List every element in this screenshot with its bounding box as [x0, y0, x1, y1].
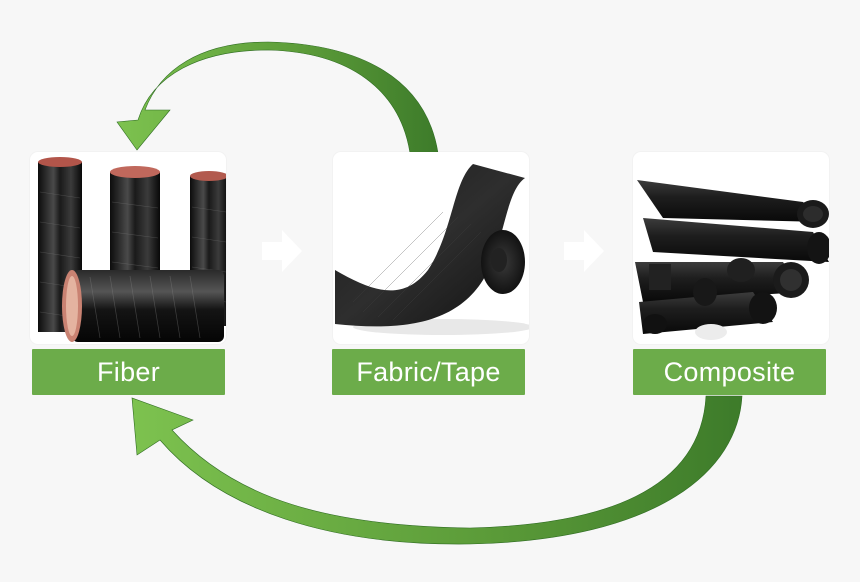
step-arrow-icon — [262, 230, 302, 272]
carbon-fiber-spools-image — [38, 157, 226, 342]
top-cycle-arrow — [116, 41, 439, 154]
step-arrow-icon — [564, 230, 604, 272]
fiber-label: Fiber — [32, 349, 225, 395]
composite-label: Composite — [633, 349, 826, 395]
bottom-cycle-arrow — [131, 395, 743, 545]
fabric-tape-label: Fabric/Tape — [332, 349, 525, 395]
fiber-image-panel — [30, 152, 226, 344]
fabric-image-panel — [333, 152, 529, 344]
composite-image-panel — [633, 152, 829, 344]
carbon-composite-tubes-image — [635, 180, 829, 340]
carbon-fabric-roll-image — [335, 164, 529, 335]
